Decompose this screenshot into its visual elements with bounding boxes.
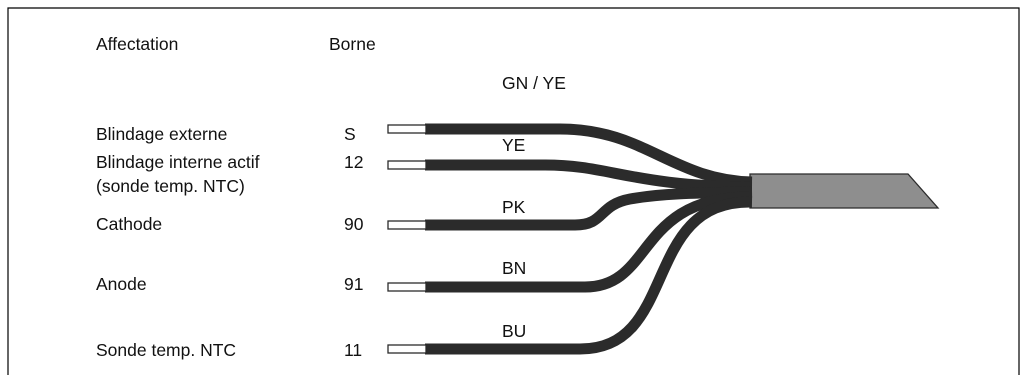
color-code-bn: BN (502, 258, 526, 278)
terminal-label-12: 12 (344, 152, 363, 172)
wire-11: Sonde temp. NTC 11 BU (96, 196, 753, 360)
terminal-label-90: 90 (344, 214, 364, 234)
wire-91: Anode 91 BN (96, 191, 753, 294)
bare-conductor-12 (387, 160, 427, 170)
assignment-label-anode: Anode (96, 274, 147, 294)
wire-ye (425, 159, 753, 193)
wire-gn-ye (425, 123, 753, 188)
terminal-label-11: 11 (344, 340, 362, 360)
assignment-label-active-inner-shield-line1: Blindage interne actif (96, 152, 260, 172)
wire-90: Cathode 90 PK (96, 186, 753, 234)
wire-12: Blindage interne actif (sonde temp. NTC)… (96, 135, 753, 196)
bare-conductor-90 (387, 220, 427, 230)
color-code-bu: BU (502, 321, 526, 341)
wire-bn (425, 191, 753, 293)
terminal-label-91: 91 (344, 274, 363, 294)
cable-jacket (749, 173, 940, 209)
color-code-pk: PK (502, 197, 526, 217)
wire-bu (425, 196, 753, 355)
color-code-ye: YE (502, 135, 525, 155)
wire-s: Blindage externe S GN / YE (96, 73, 753, 188)
header-assignment: Affectation (96, 34, 178, 54)
wire-pk (425, 186, 753, 231)
terminal-label-s: S (344, 124, 356, 144)
assignment-label-active-inner-shield-line2: (sonde temp. NTC) (96, 176, 245, 196)
header-terminal: Borne (329, 34, 376, 54)
bare-conductor-11 (387, 344, 427, 354)
assignment-label-external-shield: Blindage externe (96, 124, 227, 144)
diagram-frame (7, 7, 1020, 375)
assignment-label-cathode: Cathode (96, 214, 162, 234)
assignment-label-ntc-probe: Sonde temp. NTC (96, 340, 236, 360)
color-code-gn-ye: GN / YE (502, 73, 566, 93)
bare-conductor-s (387, 124, 427, 134)
bare-conductor-91 (387, 282, 427, 292)
